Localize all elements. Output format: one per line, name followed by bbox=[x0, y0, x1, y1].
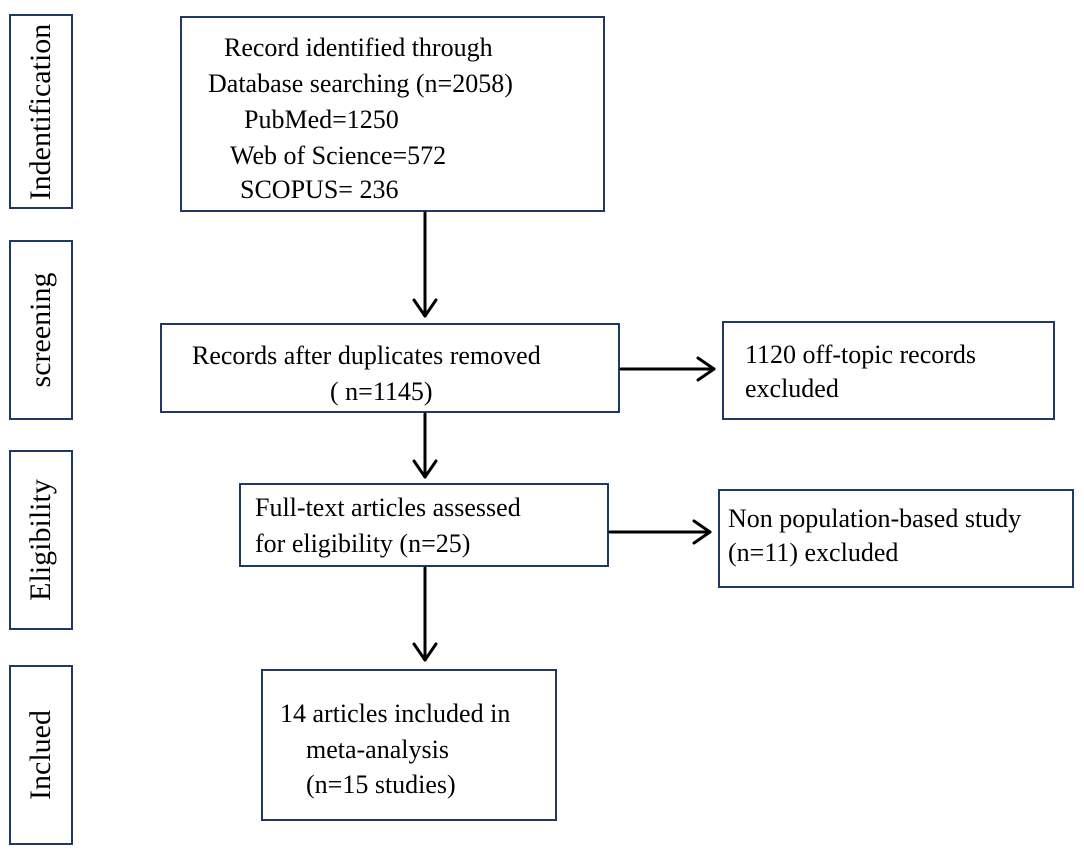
included-meta-analysis-line-3: (n=15 studies) bbox=[306, 770, 456, 799]
full-text-assessed-line-1: Full-text articles assessed bbox=[255, 493, 521, 522]
non-population-excluded-box: Non population-based study (n=11) exclud… bbox=[718, 489, 1074, 588]
arrow-screening-to-off-topic bbox=[619, 356, 716, 382]
stage-screening: screening bbox=[9, 240, 73, 420]
stage-eligibility: Eligibility bbox=[9, 450, 73, 630]
stage-identification: Indentification bbox=[9, 14, 73, 209]
full-text-assessed-line-2: for eligibility (n=25) bbox=[255, 529, 471, 558]
full-text-assessed-box: Full-text articles assessed for eligibil… bbox=[239, 483, 609, 567]
records-identified-box: Record identified through Database searc… bbox=[180, 16, 605, 212]
arrow-full-text-to-included bbox=[412, 566, 438, 662]
stage-included: Inclued bbox=[9, 665, 73, 845]
records-identified-line-3: PubMed=1250 bbox=[244, 105, 399, 134]
included-meta-analysis-line-1: 14 articles included in bbox=[280, 699, 511, 728]
records-identified-line-2: Database searching (n=2058) bbox=[208, 69, 513, 98]
off-topic-excluded-line-1: 1120 off-topic records bbox=[745, 340, 977, 369]
arrow-screening-to-full-text bbox=[412, 412, 438, 479]
arrow-full-text-to-non-population bbox=[608, 519, 712, 545]
included-meta-analysis-line-2: meta-analysis bbox=[306, 735, 449, 764]
records-identified-line-1: Record identified through bbox=[224, 33, 493, 62]
records-identified-line-4: Web of Science=572 bbox=[230, 141, 447, 170]
included-meta-analysis-box: 14 articles included in meta-analysis (n… bbox=[261, 669, 557, 821]
non-population-excluded-line-2: (n=11) excluded bbox=[728, 538, 899, 567]
off-topic-excluded-box: 1120 off-topic records excluded bbox=[722, 321, 1055, 420]
non-population-excluded-line-1: Non population-based study bbox=[728, 504, 1022, 533]
arrow-identified-to-screening bbox=[412, 211, 438, 318]
records-identified-line-5: SCOPUS= 236 bbox=[240, 175, 399, 204]
records-after-duplicates-line-2: ( n=1145) bbox=[330, 377, 433, 406]
records-after-duplicates-line-1: Records after duplicates removed bbox=[192, 341, 541, 370]
off-topic-excluded-line-2: excluded bbox=[745, 374, 839, 403]
records-after-duplicates-box: Records after duplicates removed ( n=114… bbox=[160, 323, 620, 413]
